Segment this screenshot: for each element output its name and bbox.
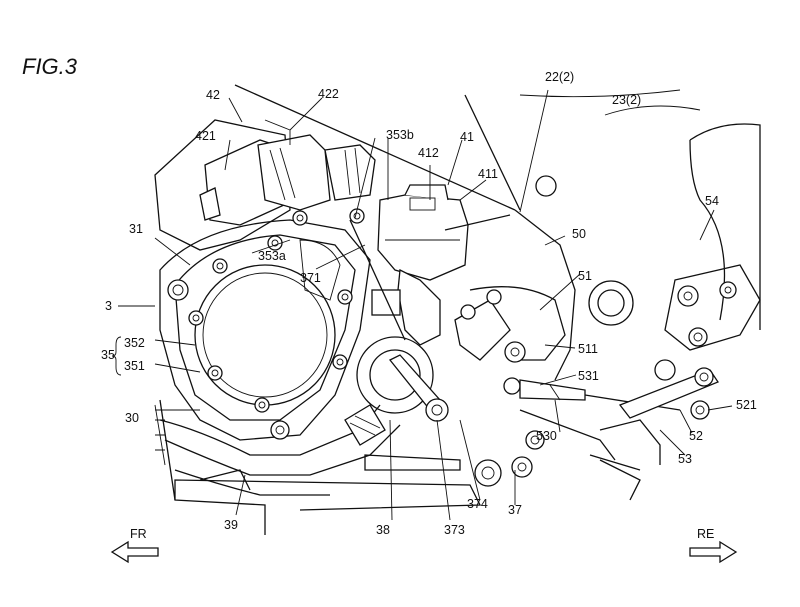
label-421: 421 bbox=[195, 129, 216, 143]
leader-lines bbox=[118, 89, 733, 521]
label-371: 371 bbox=[300, 271, 321, 285]
starter-motor bbox=[154, 119, 376, 251]
rear-label: RE bbox=[697, 527, 714, 541]
label-531: 531 bbox=[578, 369, 599, 383]
exhaust-pipes bbox=[159, 404, 401, 496]
label-352: 352 bbox=[124, 336, 145, 350]
label-374: 374 bbox=[467, 497, 488, 511]
label-530: 530 bbox=[536, 429, 557, 443]
label-30: 30 bbox=[125, 411, 139, 425]
label-38: 38 bbox=[376, 523, 390, 537]
rear-arrow-icon bbox=[689, 540, 738, 564]
label-37: 37 bbox=[508, 503, 522, 517]
label-41: 41 bbox=[460, 130, 474, 144]
label-422: 422 bbox=[318, 87, 339, 101]
rear-direction-indicator: RE bbox=[689, 527, 738, 564]
label-42: 42 bbox=[206, 88, 220, 102]
label-53: 53 bbox=[678, 452, 692, 466]
figure-title: FIG.3 bbox=[22, 54, 78, 79]
label-353a: 353a bbox=[258, 249, 286, 263]
front-arrow-icon bbox=[110, 540, 159, 564]
label-373: 373 bbox=[444, 523, 465, 537]
label-group-bracket bbox=[111, 336, 122, 376]
label-51: 51 bbox=[578, 269, 592, 283]
footrest-bracket bbox=[599, 264, 761, 501]
shift-spindle bbox=[349, 214, 511, 422]
label-22: 22(2) bbox=[545, 70, 574, 84]
label-50: 50 bbox=[572, 227, 586, 241]
label-353b: 353b bbox=[386, 128, 414, 142]
label-412: 412 bbox=[418, 146, 439, 160]
label-3: 3 bbox=[105, 299, 112, 313]
reference-labels: 42 422 421 353b 41 412 411 22(2) 23(2) 3… bbox=[101, 70, 757, 537]
shift-actuator bbox=[371, 184, 469, 346]
label-31: 31 bbox=[129, 222, 143, 236]
label-35: 35 bbox=[101, 348, 115, 362]
label-54: 54 bbox=[705, 194, 719, 208]
front-label: FR bbox=[130, 527, 147, 541]
label-52: 52 bbox=[689, 429, 703, 443]
label-23: 23(2) bbox=[612, 93, 641, 107]
label-351: 351 bbox=[124, 359, 145, 373]
label-39: 39 bbox=[224, 518, 238, 532]
label-511: 511 bbox=[578, 342, 598, 356]
label-521: 521 bbox=[736, 398, 757, 412]
lower-crankcase bbox=[154, 399, 482, 535]
shift-linkage bbox=[454, 175, 719, 487]
label-411: 411 bbox=[478, 167, 498, 181]
front-direction-indicator: FR bbox=[110, 527, 159, 564]
frame-outline bbox=[234, 84, 761, 381]
